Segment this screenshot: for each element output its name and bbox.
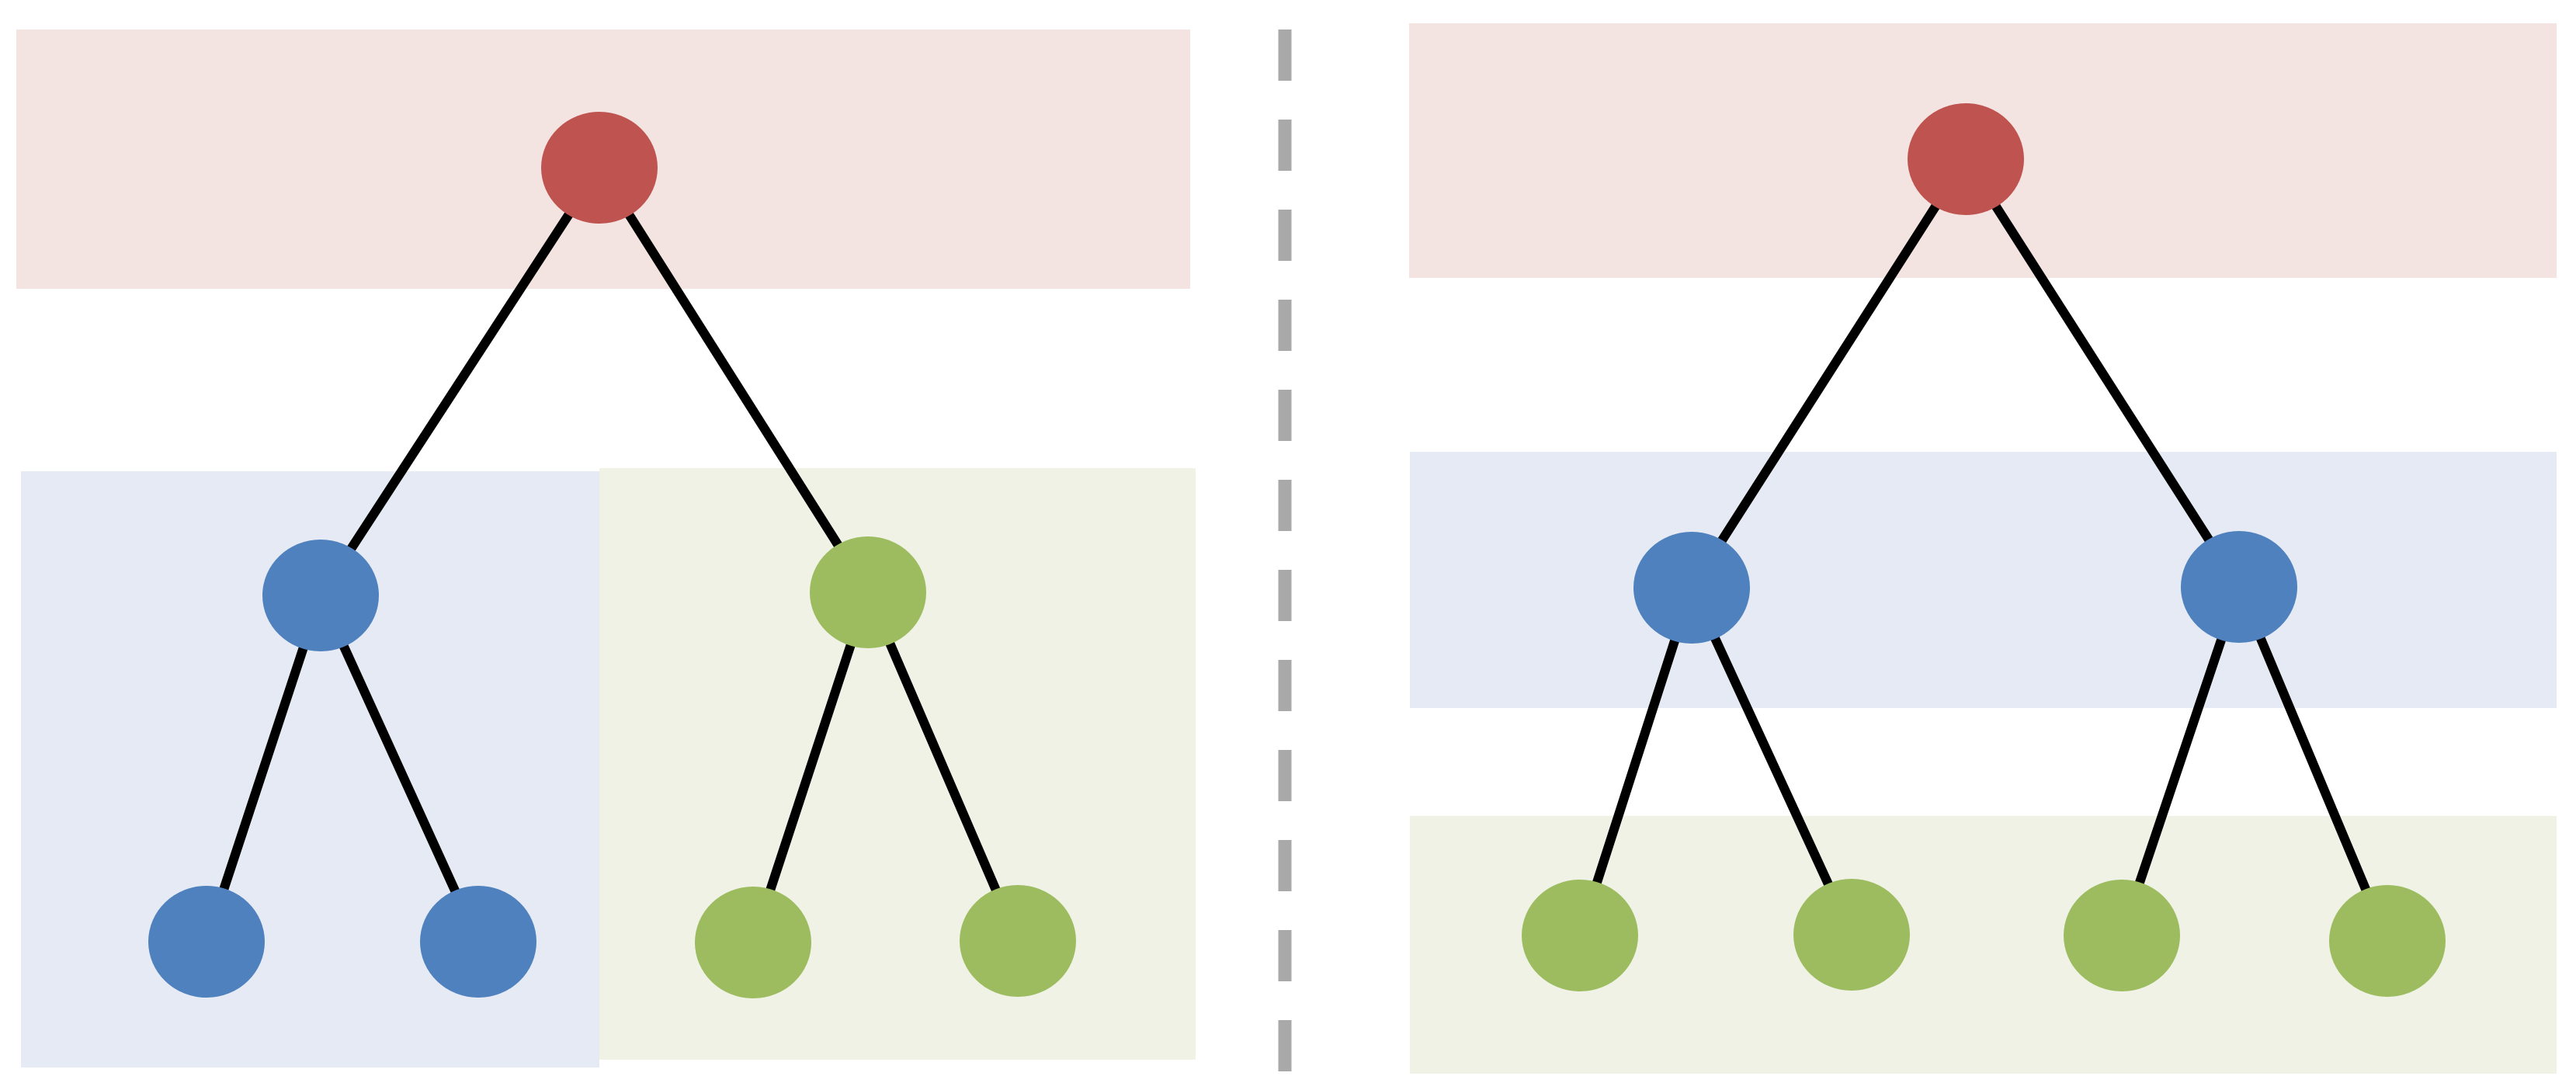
tree-edge-right-root-child-2 bbox=[1961, 156, 2244, 590]
tree-edge-left-root-blue-child bbox=[316, 165, 604, 599]
tree-edge-left-blue-child-blue-grandchild-1 bbox=[202, 594, 325, 943]
subtree-partitioning-panel bbox=[16, 30, 1196, 1067]
tree-node-right-grandchild-2 bbox=[1793, 879, 1910, 991]
tree-node-left-blue-grandchild-2 bbox=[420, 886, 536, 998]
tree-edge-left-blue-child-blue-grandchild-2 bbox=[316, 593, 483, 944]
tree-node-left-blue-child bbox=[262, 540, 379, 651]
tree-edge-right-child-2-grandchild-4 bbox=[2234, 585, 2392, 943]
tree-node-right-child-2 bbox=[2181, 531, 2297, 643]
tree-edge-right-child-1-grandchild-2 bbox=[1687, 585, 1856, 937]
tree-node-right-grandchild-3 bbox=[2064, 880, 2180, 991]
tree-node-right-grandchild-1 bbox=[1522, 880, 1638, 991]
tree-edge-right-root-child-1 bbox=[1687, 156, 1970, 591]
tree-node-right-root bbox=[1908, 103, 2024, 215]
tree-edge-left-green-child-green-grandchild-1 bbox=[748, 591, 873, 944]
tree-node-right-grandchild-4 bbox=[2329, 885, 2446, 997]
tree-edge-left-green-child-green-grandchild-2 bbox=[863, 590, 1022, 943]
tree-edge-right-child-1-grandchild-1 bbox=[1575, 586, 1696, 937]
tree-edge-left-root-green-child bbox=[595, 165, 873, 595]
tree-node-right-child-1 bbox=[1633, 532, 1750, 644]
tree-node-left-green-child bbox=[810, 536, 926, 648]
tree-edge-right-child-2-grandchild-3 bbox=[2117, 585, 2244, 937]
tree-node-left-root bbox=[541, 112, 658, 224]
level-1-band-blue-highlight bbox=[1410, 452, 2557, 708]
tree-node-left-blue-grandchild-1 bbox=[148, 886, 265, 998]
level-partitioning-panel bbox=[1409, 23, 2557, 1074]
tree-node-left-green-grandchild-1 bbox=[695, 887, 811, 998]
tree-node-left-green-grandchild-2 bbox=[960, 885, 1076, 997]
